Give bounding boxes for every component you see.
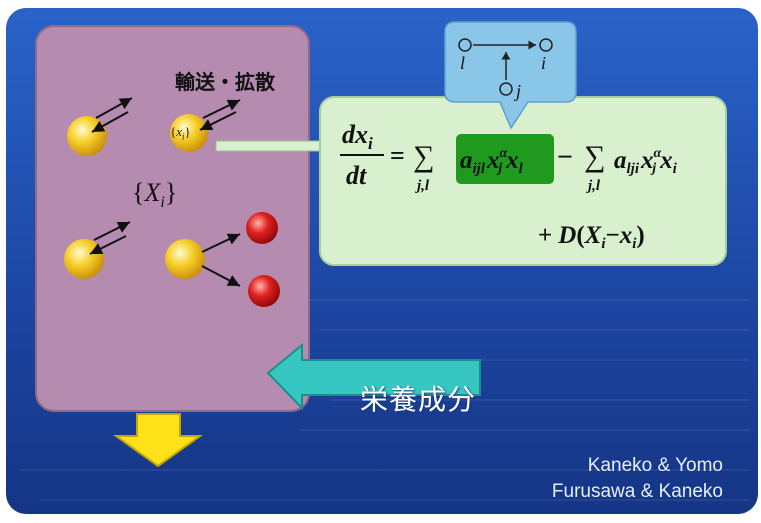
background-stripes — [20, 299, 750, 501]
inflow-arrow — [199, 111, 237, 131]
lhs-denominator: dt — [346, 161, 367, 190]
lhs-numerator: dxi — [342, 120, 373, 153]
node-l — [458, 38, 472, 52]
product-molecule-2 — [248, 275, 280, 307]
minus-sign: − — [557, 142, 573, 173]
author-credit-2: Furusawa & Kaneko — [551, 481, 723, 502]
node-l-label: l — [460, 53, 465, 73]
nutrient-arrow — [266, 342, 481, 411]
node-i — [539, 38, 553, 52]
cell-set-label: {Xi} — [132, 178, 178, 212]
outflow-arrow — [202, 99, 241, 119]
sum-index-2: j,l — [586, 178, 601, 194]
molecule-bottom-left — [64, 221, 131, 279]
sum-symbol-2: ∑ — [584, 140, 605, 173]
node-j-label: j — [514, 81, 521, 101]
output-arrow — [112, 413, 204, 468]
nutrient-label: 栄養成分 — [360, 383, 477, 416]
node-j — [499, 82, 513, 96]
molecule-top-right — [170, 99, 241, 152]
outflow-arrow — [93, 221, 131, 241]
reaction-arrow-up — [201, 233, 241, 253]
outflow-arrow — [95, 97, 133, 119]
network-inset — [444, 21, 577, 130]
connector-bar — [215, 140, 325, 152]
node-i-label: i — [541, 53, 546, 73]
molecule-label: {xi} — [170, 124, 191, 142]
sum-index-1: j,l — [415, 178, 430, 194]
molecule-bottom-right — [165, 233, 241, 287]
equals-sign: = — [390, 141, 405, 170]
product-molecule-1 — [246, 212, 278, 244]
inflow-arrow — [91, 111, 129, 133]
sum-symbol-1: ∑ — [413, 140, 434, 173]
inflow-arrow — [89, 235, 127, 255]
molecule-top-left — [67, 97, 133, 156]
transport-diffusion-label: 輸送・拡散 — [175, 70, 275, 94]
reaction-arrow-down — [201, 265, 241, 287]
author-credit-1: Kaneko & Yomo — [587, 455, 723, 476]
highlight-box — [456, 134, 554, 184]
